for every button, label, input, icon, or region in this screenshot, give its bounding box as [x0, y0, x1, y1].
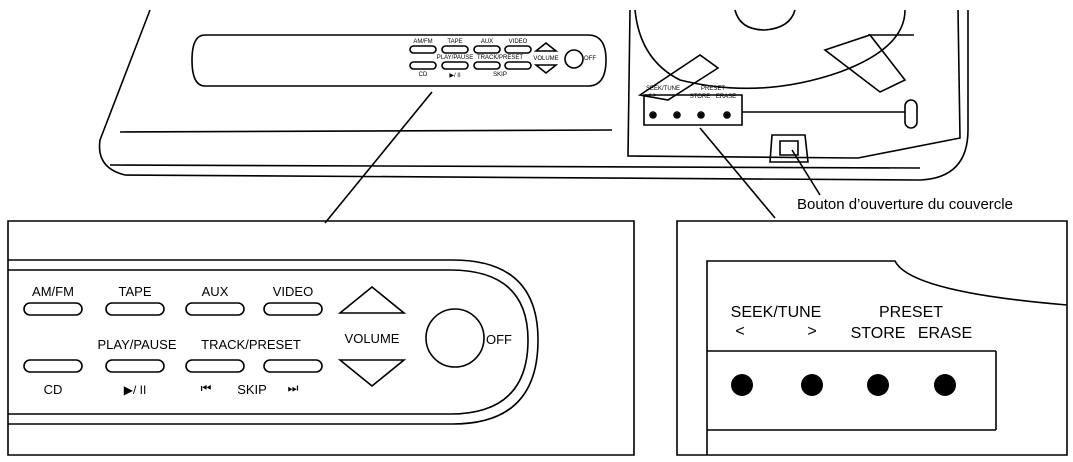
right-zoom-panel: [707, 261, 1067, 455]
mini-erase-label: ERASE: [715, 94, 737, 100]
volume-label: VOLUME: [344, 331, 400, 346]
mini-seektune-label: SEEK/TUNE: [646, 86, 681, 92]
tray-small-panel: [644, 95, 742, 125]
aux-label: AUX: [201, 284, 229, 299]
seek-left-arrow: <: [735, 323, 745, 340]
erase-label: ERASE: [917, 325, 973, 342]
tray-flap-right: [825, 35, 905, 92]
mini-trackpreset-label: TRACK/PRESET: [476, 55, 524, 61]
skip-label: SKIP: [237, 382, 267, 397]
store-label: STORE: [850, 325, 906, 342]
off-label: OFF: [486, 332, 512, 347]
tape-label: TAPE: [118, 284, 152, 299]
store-dot: [867, 374, 889, 396]
seek-left-dot: [731, 374, 753, 396]
left-zoom-strip-inner: [8, 270, 528, 414]
left-zoom-strip: [8, 260, 538, 424]
tray-outline: [628, 10, 960, 158]
play-pause-symbol: ▶/ II: [123, 383, 147, 397]
mini-cd-label: CD: [418, 72, 428, 78]
lid-button: [770, 135, 808, 162]
leader-right: [700, 128, 775, 218]
playpause-label: PLAY/PAUSE: [97, 337, 177, 352]
mini-store-label: STORE: [689, 94, 711, 100]
mini-aux-label: AUX: [480, 39, 494, 45]
mini-amfm-label: AM/FM: [413, 39, 433, 45]
mini-seek-arrows: < >: [648, 93, 657, 99]
preset-label: PRESET: [878, 304, 944, 321]
mini-video-label: VIDEO: [508, 39, 528, 45]
device-lower-edge: [110, 165, 920, 168]
off-knob: [426, 309, 484, 367]
video-label: VIDEO: [272, 284, 314, 299]
volume-down-shape: [340, 360, 404, 386]
seek-right-dot: [801, 374, 823, 396]
cd-arc: [635, 10, 905, 88]
trackpreset-label: TRACK/PRESET: [201, 337, 301, 352]
erase-dot: [934, 374, 956, 396]
cd-label: CD: [43, 382, 63, 397]
skip-next-icon: ⏭: [287, 381, 299, 395]
left-zoom-frame: [8, 221, 634, 455]
mini-preset-label: PRESET: [700, 86, 726, 92]
mini-playpause-label: PLAY/PAUSE: [436, 55, 474, 61]
skip-prev-icon: ⏮: [200, 381, 212, 395]
device-body-outline: [100, 10, 968, 180]
mini-off-label: OFF: [584, 56, 596, 62]
tray-pin: [905, 100, 917, 128]
amfm-label: AM/FM: [32, 284, 74, 299]
mini-skip-label: SKIP: [493, 72, 507, 78]
tray-flap-left: [640, 55, 718, 100]
mini-play-symbol: ▶/ II: [449, 73, 461, 79]
mini-tape-label: TAPE: [447, 39, 463, 45]
leader-caption: [792, 150, 820, 195]
volume-up-shape: [340, 287, 404, 313]
seek-right-arrow: >: [807, 323, 817, 340]
right-zoom-frame: [677, 221, 1067, 455]
leader-left: [325, 92, 432, 223]
cd-hub: [735, 10, 795, 30]
seektune-label: SEEK/TUNE: [730, 304, 822, 321]
device-control-strip: [192, 35, 606, 86]
lid-button-caption: Bouton d’ouverture du couvercle: [797, 196, 1013, 213]
device-front-line: [120, 130, 612, 132]
mini-volume-label: VOLUME: [533, 56, 559, 62]
